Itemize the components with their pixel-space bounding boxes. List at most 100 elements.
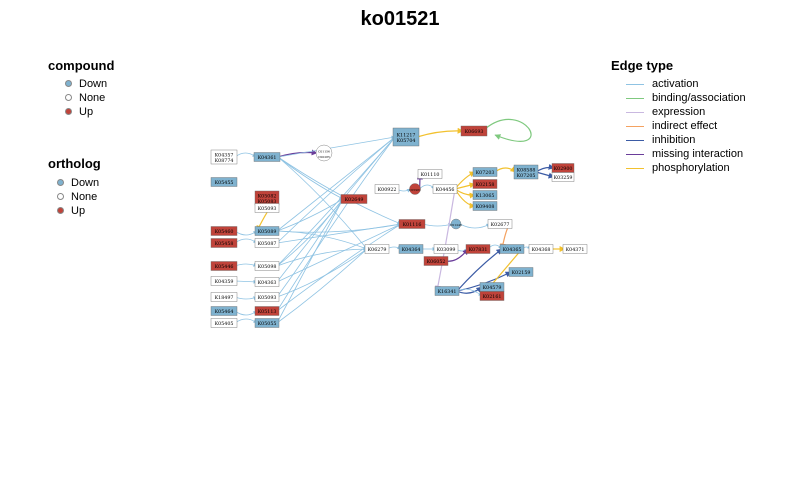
edge-binding bbox=[484, 118, 532, 142]
edge-legend-activation: activation bbox=[626, 77, 698, 91]
ortholog-node[interactable]: K04456 bbox=[432, 184, 458, 194]
node-label: K05458 bbox=[215, 241, 234, 247]
compound-up-swatch bbox=[65, 108, 72, 115]
ortholog-up-label: Up bbox=[71, 205, 86, 217]
edge-legend-indirect: indirect effect bbox=[626, 119, 717, 133]
ortholog-node[interactable]: K05113 bbox=[254, 306, 280, 316]
ortholog-node[interactable]: K05458 bbox=[210, 238, 238, 248]
ortholog-node[interactable]: K02649 bbox=[340, 194, 368, 204]
node-label: K04368 bbox=[532, 247, 551, 253]
ortholog-node[interactable]: K05446 bbox=[210, 261, 238, 271]
ortholog-node[interactable]: K00922 bbox=[374, 184, 400, 194]
edge-activation bbox=[234, 262, 258, 267]
node-label: C00285 bbox=[318, 155, 330, 159]
edge-activation bbox=[234, 238, 258, 244]
ortholog-node[interactable]: K03099 bbox=[433, 244, 459, 254]
node-shape bbox=[254, 261, 280, 271]
ortholog-node[interactable]: K02161 bbox=[479, 291, 505, 301]
ortholog-node[interactable]: K01116 bbox=[398, 219, 426, 229]
ortholog-node[interactable]: K02677 bbox=[487, 219, 513, 229]
ortholog-node[interactable]: K05098 bbox=[254, 261, 280, 271]
ortholog-node[interactable]: K05093 bbox=[254, 203, 280, 213]
node-shape bbox=[254, 292, 280, 302]
ortholog-node[interactable]: K09408 bbox=[472, 201, 498, 211]
edge-inhibition bbox=[535, 171, 555, 179]
edge-activation bbox=[276, 223, 402, 283]
ortholog-node[interactable]: K06693 bbox=[460, 125, 488, 137]
edge-activation bbox=[459, 223, 491, 229]
ortholog-node[interactable]: K16341 bbox=[434, 286, 460, 296]
ortholog-node[interactable]: K05460 bbox=[210, 226, 238, 236]
edge-activation bbox=[234, 230, 258, 236]
ortholog-node[interactable]: K04361 bbox=[253, 152, 281, 162]
node-shape bbox=[210, 276, 238, 286]
ortholog-node[interactable]: K05455 bbox=[210, 177, 238, 187]
ortholog-node[interactable]: K05055 bbox=[254, 318, 280, 328]
node-label: K09408 bbox=[476, 204, 495, 210]
ortholog-node[interactable]: K06279 bbox=[364, 244, 390, 254]
node-label: K08588 bbox=[517, 167, 536, 173]
ortholog-node[interactable]: K13065 bbox=[472, 190, 498, 200]
node-shape bbox=[398, 244, 424, 254]
edge-legend-phosphorylation: phosphorylation bbox=[626, 161, 730, 175]
ortholog-node[interactable]: K06052 bbox=[423, 256, 449, 266]
node-shape bbox=[254, 203, 280, 213]
ortholog-node[interactable]: K04579 bbox=[479, 282, 505, 292]
ortholog-node[interactable]: K04368 bbox=[528, 244, 554, 254]
ortholog-legend-down: Down bbox=[57, 176, 100, 190]
node-shape bbox=[433, 244, 459, 254]
ortholog-node[interactable]: K03259 bbox=[551, 172, 575, 182]
node-shape bbox=[472, 179, 498, 189]
node-shape bbox=[499, 244, 525, 254]
ortholog-node[interactable]: K04364 bbox=[398, 244, 424, 254]
ortholog-node[interactable]: K05464 bbox=[210, 306, 238, 316]
node-label: K02677 bbox=[491, 222, 510, 228]
node-label: K02161 bbox=[483, 294, 502, 300]
edge-activation bbox=[276, 136, 396, 312]
compound-node[interactable]: C05981 bbox=[409, 183, 421, 195]
ortholog-node[interactable]: K05089 bbox=[254, 226, 280, 236]
node-shape bbox=[479, 291, 505, 301]
ortholog-node[interactable]: K04365 bbox=[499, 244, 525, 254]
ortholog-node[interactable]: K04363 bbox=[254, 277, 280, 287]
edge-activation bbox=[276, 136, 396, 232]
edge-activation bbox=[234, 279, 258, 284]
ortholog-node[interactable]: K04359 bbox=[210, 276, 238, 286]
ortholog-node[interactable]: K05405 bbox=[210, 318, 238, 328]
phosphorylation-swatch bbox=[626, 168, 644, 169]
node-shape bbox=[210, 318, 238, 328]
node-shape bbox=[450, 218, 462, 230]
node-label: K02158 bbox=[476, 182, 495, 188]
compound-node[interactable]: C01245 bbox=[450, 218, 462, 230]
ortholog-node[interactable]: K02900 bbox=[551, 163, 575, 173]
node-shape bbox=[210, 177, 238, 187]
edge-activation bbox=[276, 136, 396, 244]
edge-activation bbox=[234, 310, 258, 316]
node-label: K05093 bbox=[258, 295, 277, 301]
node-label: K00922 bbox=[378, 187, 397, 193]
ortholog-node[interactable]: K02159 bbox=[508, 267, 534, 277]
ortholog-node[interactable]: K07831 bbox=[465, 244, 491, 254]
ortholog-down-label: Down bbox=[71, 177, 100, 189]
node-shape bbox=[551, 172, 575, 182]
ortholog-node[interactable]: K05087 bbox=[254, 238, 280, 248]
ortholog-node[interactable]: K18497 bbox=[210, 292, 238, 302]
node-shape bbox=[472, 167, 498, 177]
node-label: K03099 bbox=[437, 247, 456, 253]
ortholog-node[interactable]: K05093 bbox=[254, 292, 280, 302]
ortholog-node[interactable]: K07203 bbox=[472, 167, 498, 177]
node-label: C01156 bbox=[318, 149, 330, 153]
ortholog-node[interactable]: K04371 bbox=[562, 244, 588, 254]
node-label: K02649 bbox=[345, 197, 364, 203]
edge-inhibition bbox=[456, 248, 503, 292]
ortholog-node[interactable]: K01110 bbox=[417, 169, 443, 179]
ortholog-none-swatch bbox=[57, 193, 64, 200]
ortholog-node[interactable]: K02158 bbox=[472, 179, 498, 189]
node-shape bbox=[210, 149, 238, 165]
